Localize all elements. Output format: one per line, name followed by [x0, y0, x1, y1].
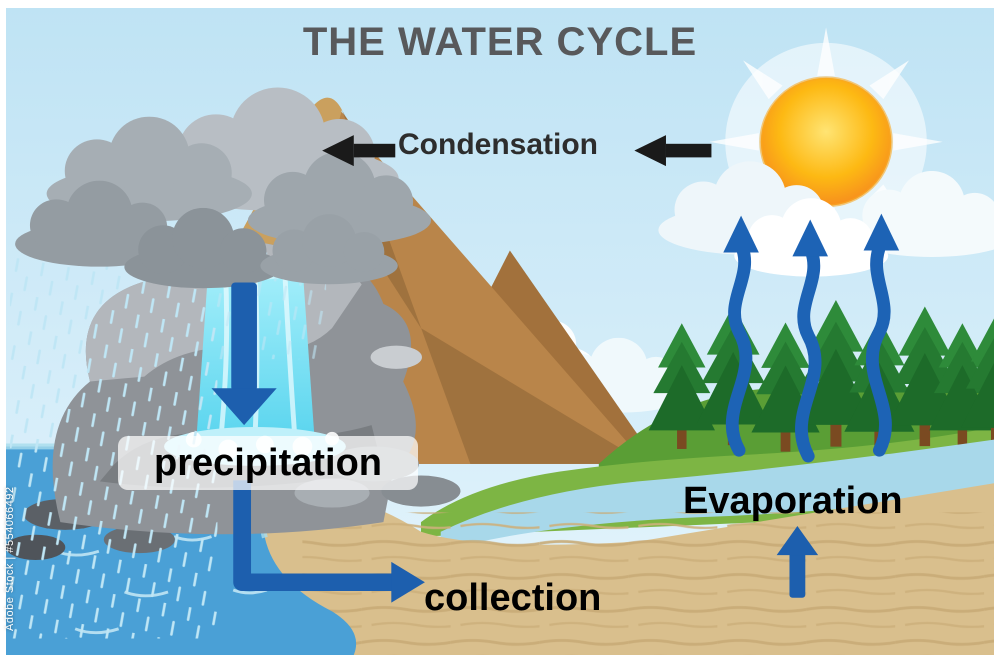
precipitation-arrow [211, 282, 277, 426]
label-evaporation: Evaporation [683, 480, 903, 522]
condensation-arrow-left [322, 135, 396, 167]
page-title: THE WATER CYCLE [302, 20, 698, 64]
condensation-arrow-right [634, 135, 712, 167]
stock-watermark: Adobe Stock | #554066492 [4, 486, 16, 631]
collection-arrow [233, 480, 425, 603]
scene-svg [6, 8, 994, 655]
label-precipitation: precipitation [153, 441, 383, 484]
evaporation-up-arrow [776, 525, 819, 598]
label-precipitation-box: precipitation [118, 436, 418, 490]
evaporation-wavy-arrows [725, 236, 892, 463]
sand [253, 473, 994, 655]
label-collection: collection [424, 577, 602, 619]
scene-illustration [6, 8, 994, 655]
evaporation-arrowheads [723, 213, 900, 257]
label-condensation: Condensation [398, 128, 598, 161]
